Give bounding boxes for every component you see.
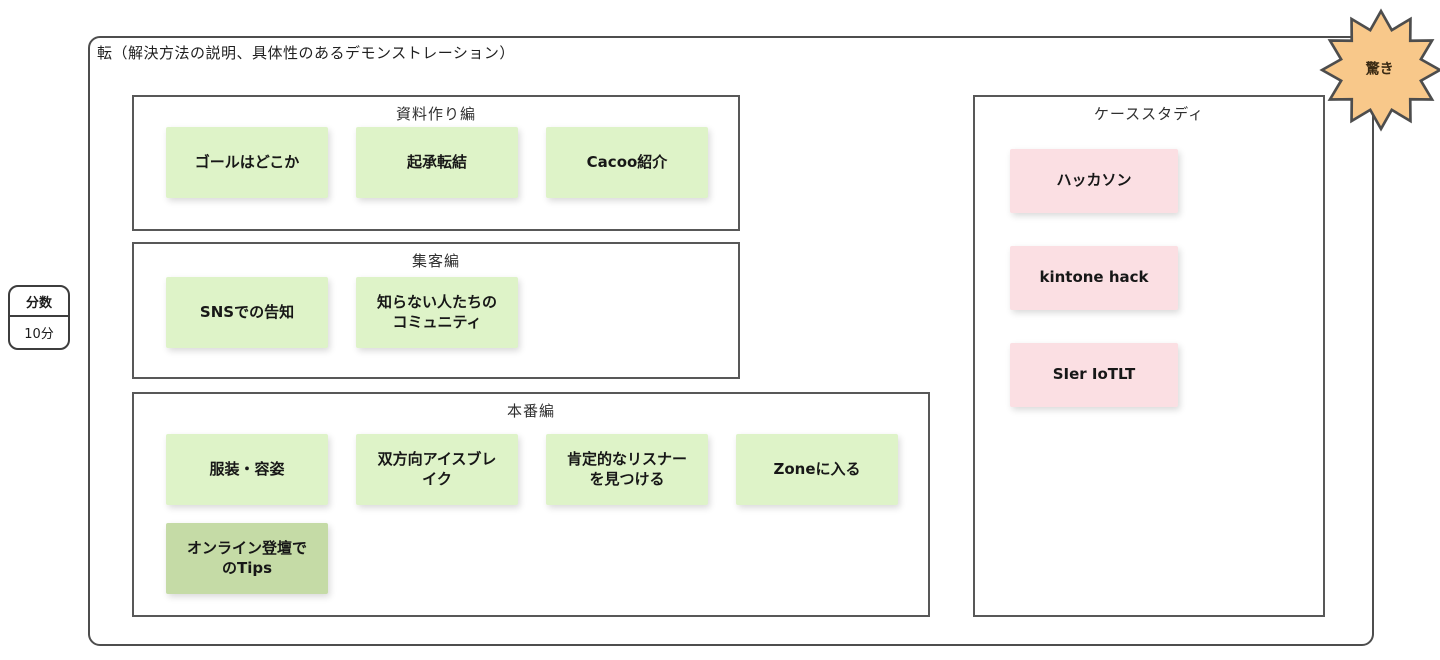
sticky-note-label: SIer IoTLT [1052,365,1136,384]
sticky-note[interactable]: 知らない人たちの コミュニティ [356,277,518,348]
sticky-note[interactable]: 起承転結 [356,127,518,198]
sticky-note-label: オンライン登壇で のTips [186,539,307,577]
sticky-note[interactable]: 服装・容姿 [166,434,328,505]
sticky-note-label: 服装・容姿 [209,459,285,478]
section-promotion-notes: SNSでの告知 知らない人たちの コミュニティ [134,277,738,348]
sticky-note-label: 知らない人たちの コミュニティ [376,293,497,331]
sticky-note[interactable]: Zoneに入る [736,434,898,505]
section-case-study-title: ケーススタディ [1093,105,1205,123]
surprise-burst[interactable]: 驚き [1318,8,1440,132]
burst-label: 驚き [1365,61,1394,78]
sticky-note-label: SNSでの告知 [199,302,295,321]
section-promotion[interactable]: 集客編 SNSでの告知 知らない人たちの コミュニティ [132,242,740,379]
section-materials[interactable]: 資料作り編 ゴールはどこか 起承転結 Cacoo紹介 [132,95,740,231]
duration-tag[interactable]: 分数 10分 [8,285,70,350]
section-promotion-title: 集客編 [411,252,460,270]
sticky-note[interactable]: 双方向アイスブレ イク [356,434,518,505]
section-performance-notes: 服装・容姿 双方向アイスブレ イク 肯定的なリスナー を見つける Zoneに入るオンラ… [134,434,928,594]
sticky-note[interactable]: ゴールはどこか [166,127,328,198]
sticky-note-label: ゴールはどこか [194,152,300,171]
sticky-note-label: Cacoo紹介 [586,152,668,171]
sticky-note[interactable]: Cacoo紹介 [546,127,708,198]
sticky-note-label: ハッカソン [1056,171,1132,190]
burst-star-icon [1319,8,1440,132]
sticky-note-label: 双方向アイスブレ イク [377,450,497,488]
section-materials-notes: ゴールはどこか 起承転結 Cacoo紹介 [134,127,738,198]
sticky-note[interactable]: オンライン登壇で のTips [166,523,328,594]
section-materials-title: 資料作り編 [395,105,476,123]
duration-tag-label: 分数 [10,287,68,317]
burst-star-shape [1319,8,1440,132]
sticky-note-label: Zoneに入る [773,459,861,478]
sticky-note[interactable]: SIer IoTLT [1010,343,1178,407]
sticky-note[interactable]: 肯定的なリスナー を見つける [546,434,708,505]
section-performance[interactable]: 本番編 服装・容姿 双方向アイスブレ イク 肯定的なリスナー を見つける Zoneに入… [132,392,930,617]
sticky-note[interactable]: SNSでの告知 [166,277,328,348]
main-frame-title: 転（解決方法の説明、具体性のあるデモンストレーション） [97,44,515,62]
duration-tag-value: 10分 [24,327,54,342]
sticky-note[interactable]: ハッカソン [1010,149,1178,213]
sticky-note-label: kintone hack [1039,268,1149,287]
section-performance-title: 本番編 [506,402,555,420]
sticky-note-label: 肯定的なリスナー を見つける [566,450,687,488]
sticky-note-label: 起承転結 [406,152,467,171]
sticky-note[interactable]: kintone hack [1010,246,1178,310]
